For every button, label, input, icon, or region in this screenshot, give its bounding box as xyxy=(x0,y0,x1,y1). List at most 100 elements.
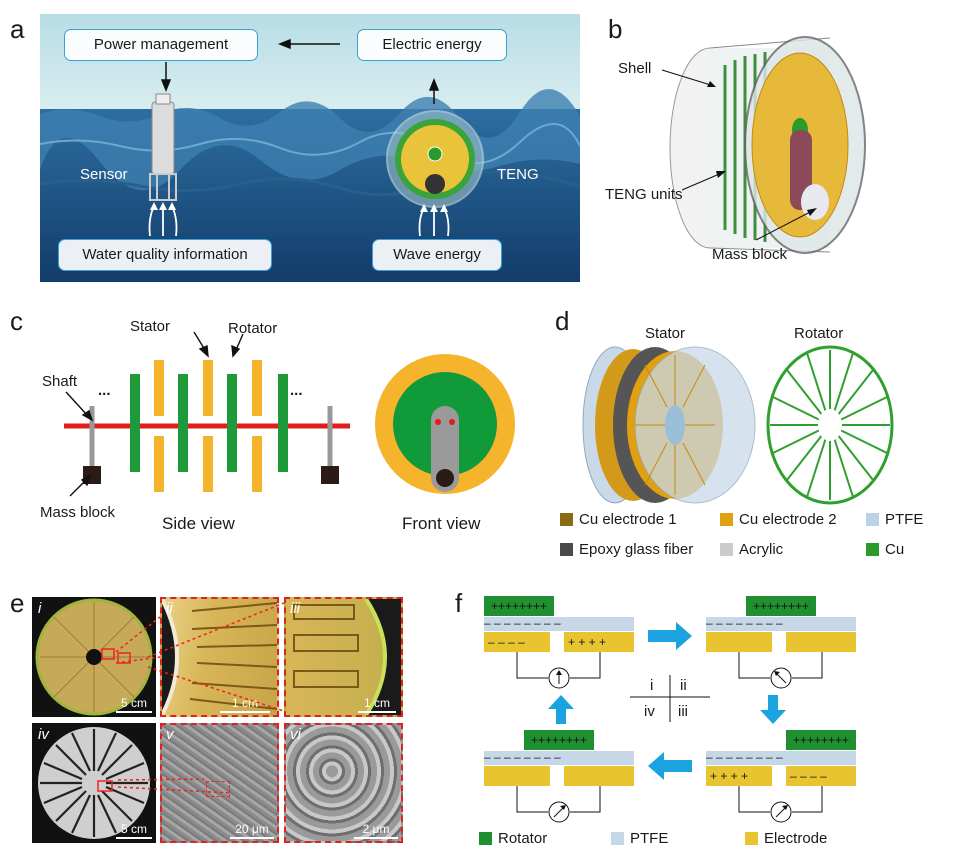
legend-epoxy: Epoxy glass fiber xyxy=(560,541,693,558)
scale-bar-i: 5 cm xyxy=(116,696,152,713)
swatch-cu xyxy=(866,543,879,556)
label-v: v xyxy=(166,726,174,743)
mass-block-label-c: Mass block xyxy=(40,504,116,521)
side-view-caption: Side view xyxy=(162,514,235,533)
label-i: i xyxy=(38,600,42,617)
rotator-block: ++++++++ xyxy=(786,730,856,750)
legend-cu: Cu xyxy=(866,541,904,558)
shell-leader xyxy=(661,69,716,87)
electrode-right xyxy=(564,766,634,786)
electrode-left xyxy=(484,766,550,786)
legend-label: Cu electrode 1 xyxy=(579,511,677,528)
legend-label: Rotator xyxy=(498,830,548,847)
stator-rotator-illustration xyxy=(582,345,894,505)
legend-label: Cu xyxy=(885,541,905,558)
panel-label-a: a xyxy=(10,14,25,44)
legend-acrylic: Acrylic xyxy=(720,541,783,558)
quadrant-iv: iv xyxy=(644,703,655,720)
arrow-down xyxy=(760,695,786,724)
photo-i xyxy=(32,597,156,717)
legend-label: Electrode xyxy=(764,830,828,847)
photo-v xyxy=(160,723,279,843)
scale-bar-iii: 1 cm xyxy=(358,696,396,713)
legend-ptfe-f: PTFE xyxy=(611,830,668,847)
electric-energy-box: Electric energy xyxy=(357,29,507,61)
cycle-arrows xyxy=(548,622,786,780)
arrow-left xyxy=(648,752,692,780)
teng-sphere-illustration xyxy=(386,110,484,208)
legend-rotator: Rotator xyxy=(479,830,547,847)
photo-iv xyxy=(32,723,156,843)
quadrant-ii: ii xyxy=(680,677,687,694)
rotator-label-d: Rotator xyxy=(794,325,844,342)
ellipsis-left: ... xyxy=(98,382,111,399)
panel-label-c: c xyxy=(10,306,23,336)
front-view-caption: Front view xyxy=(402,514,481,533)
zoom-connectors xyxy=(115,602,285,794)
swatch-ptfe xyxy=(866,513,879,526)
legend-electrode: Electrode xyxy=(745,830,827,847)
panel-label-d: d xyxy=(555,306,570,336)
electrode-left: – – – – xyxy=(484,632,550,652)
legend-cu-electrode-1: Cu electrode 1 xyxy=(560,511,677,528)
scale-bar-iv: 5 cm xyxy=(116,822,152,839)
circuit xyxy=(738,652,823,689)
rotator-photo xyxy=(38,727,150,839)
rotator-label-c: Rotator xyxy=(228,320,278,337)
arrow-right xyxy=(648,622,692,650)
arrow-up xyxy=(548,695,574,724)
stator-photo xyxy=(35,598,153,716)
shell-label: Shell xyxy=(618,60,652,77)
quadrant-i: i xyxy=(650,677,654,694)
panel-label-e: e xyxy=(10,588,25,618)
scale-text: 1 cm xyxy=(363,696,390,710)
label-ii: ii xyxy=(166,600,173,617)
side-view-diagram xyxy=(64,331,350,497)
photo-ii xyxy=(160,597,279,717)
stator-label-d: Stator xyxy=(645,325,686,342)
swatch-epoxy xyxy=(560,543,573,556)
electrode-right: – – – – xyxy=(786,766,856,786)
scale-bar-ii: 1 cm xyxy=(220,696,270,713)
label-iii: iii xyxy=(290,600,300,617)
legend-label: PTFE xyxy=(630,830,669,847)
water-quality-box: Water quality information xyxy=(58,239,272,271)
rotator-block: ++++++++ xyxy=(746,596,816,616)
electrode-right: + + + + xyxy=(564,632,634,652)
circuit xyxy=(516,786,601,823)
swatch-acrylic xyxy=(720,543,733,556)
legend-label: Epoxy glass fiber xyxy=(579,541,694,558)
circuit xyxy=(516,652,601,689)
panel-label-b: b xyxy=(608,14,623,44)
sensor-label: Sensor xyxy=(80,166,128,183)
wave-energy-box: Wave energy xyxy=(372,239,502,271)
electrode-right xyxy=(786,632,856,652)
swatch-cu-electrode-1 xyxy=(560,513,573,526)
quadrant-iii: iii xyxy=(678,703,688,720)
electrode-left xyxy=(706,632,772,652)
legend-cu-electrode-2: Cu electrode 2 xyxy=(720,511,837,528)
ptfe-layer: – – – – – – – – xyxy=(706,617,856,631)
legend-label: PTFE xyxy=(885,511,924,528)
scale-text: 5 cm xyxy=(120,822,147,836)
label-iv: iv xyxy=(38,726,49,743)
teng-units-leader xyxy=(681,171,726,191)
mass-block-leader-b xyxy=(755,208,817,241)
shaft-label: Shaft xyxy=(42,373,78,390)
scale-bar-vi: 2 μm xyxy=(354,822,398,839)
ptfe-layer: – – – – – – – – xyxy=(706,751,856,765)
legend-label: Acrylic xyxy=(739,541,784,558)
scale-bar-v: 20 μm xyxy=(230,822,274,839)
legend-ptfe-d: PTFE xyxy=(866,511,923,528)
swatch-rotator xyxy=(479,832,492,845)
scale-text: 5 cm xyxy=(120,696,147,710)
rotator-block: ++++++++ xyxy=(524,730,594,750)
legend-label: Cu electrode 2 xyxy=(739,511,837,528)
scale-text: 20 μm xyxy=(235,822,269,836)
scale-text: 1 cm xyxy=(231,696,258,710)
teng-units-label: TENG units xyxy=(605,186,683,203)
mass-block-label-b: Mass block xyxy=(712,246,788,263)
ellipsis-right: ... xyxy=(290,382,303,399)
zoom-box xyxy=(206,781,230,797)
stator-label-c: Stator xyxy=(130,318,171,335)
